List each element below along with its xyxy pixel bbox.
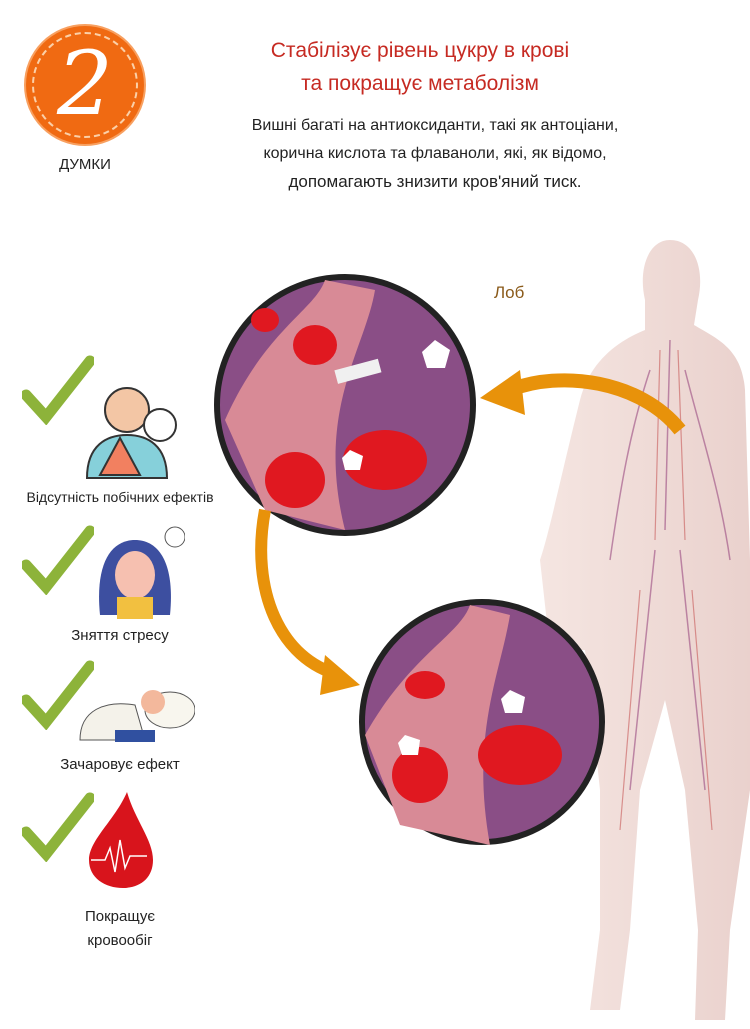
description: Вишні багаті на антиоксиданти, такі як а…	[200, 112, 670, 196]
blood-drop-icon	[89, 792, 153, 888]
anatomy-label: Лоб	[494, 283, 525, 302]
magnified-vessel-top	[214, 274, 476, 536]
benefit-label: Покращує кровообіг	[40, 905, 200, 953]
headline-line-1: Стабілізує рівень цукру в крові	[270, 39, 570, 62]
headline-line-2: та покращує метаболізм	[301, 72, 539, 95]
benefit-label-line-1: Покращує	[84, 908, 156, 925]
headline: Стабілізує рівень цукру в крові та покра…	[210, 34, 630, 100]
no-side-effects-icon	[85, 387, 177, 479]
flow-arrows	[255, 370, 686, 695]
benefit-label-line-2: кровообіг	[87, 932, 153, 949]
badge-label: ДУМКИ	[59, 156, 111, 173]
human-body-illustration	[540, 240, 750, 1020]
arrow-head-icon	[320, 655, 360, 695]
stress-relief-icon	[99, 526, 185, 619]
description-line-3: допомагають знизити кров'яний тиск.	[288, 172, 582, 191]
check-icon	[22, 792, 94, 862]
description-line-2: корична кислота та флаваноли, які, як ві…	[263, 145, 607, 162]
check-icon	[22, 355, 94, 425]
sleep-icon	[79, 690, 195, 742]
step-number: 2	[57, 32, 113, 135]
check-icon	[22, 525, 94, 595]
benefit-label: Зачаровує ефект	[60, 756, 180, 773]
magnified-vessel-bottom	[359, 599, 605, 845]
benefit-label: Відсутність побічних ефектів	[26, 489, 214, 505]
arrow-head-icon	[480, 370, 525, 415]
check-icon	[22, 660, 94, 730]
benefit-label: Зняття стресу	[71, 627, 169, 644]
step-badge: 2	[26, 26, 144, 144]
description-line-1: Вишні багаті на антиоксиданти, такі як а…	[251, 117, 619, 134]
